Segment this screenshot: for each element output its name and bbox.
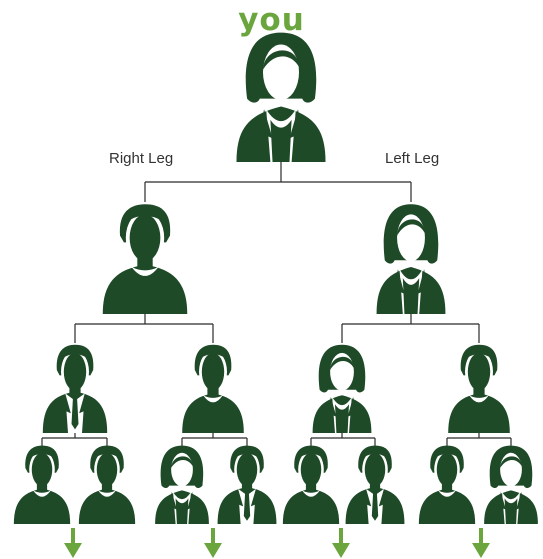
businessman-icon <box>217 445 277 524</box>
man-icon <box>78 445 136 524</box>
connector-leaf-1 <box>41 433 108 446</box>
down-arrow-icon <box>472 528 490 558</box>
man-icon <box>102 204 188 314</box>
connector-leaf-3 <box>310 433 376 446</box>
connector-leaf-2 <box>181 433 248 446</box>
people-figures <box>13 32 538 524</box>
woman-icon <box>376 204 446 314</box>
man-icon <box>182 344 244 433</box>
woman-icon <box>155 445 209 524</box>
connector-right-branch <box>74 314 214 343</box>
tree-connectors <box>41 162 512 446</box>
left-leg-label: Left Leg <box>385 150 440 167</box>
connector-leaf-4 <box>446 433 512 446</box>
man-icon <box>448 344 510 433</box>
man-icon <box>418 445 476 524</box>
connector-left-branch <box>341 314 480 343</box>
connector-level-1 <box>144 162 412 202</box>
man-icon <box>13 445 71 524</box>
man-icon <box>282 445 340 524</box>
businessman-icon <box>345 445 405 524</box>
woman-icon <box>312 344 372 433</box>
down-arrow-icon <box>204 528 222 558</box>
woman-icon <box>484 445 538 524</box>
down-arrow-icon <box>64 528 82 558</box>
down-arrow-icon <box>332 528 350 558</box>
businessman-icon <box>42 344 108 433</box>
woman-icon <box>236 32 326 162</box>
right-leg-label: Right Leg <box>109 150 174 167</box>
diagram-title: you <box>238 2 305 38</box>
downline-arrows <box>64 528 490 558</box>
